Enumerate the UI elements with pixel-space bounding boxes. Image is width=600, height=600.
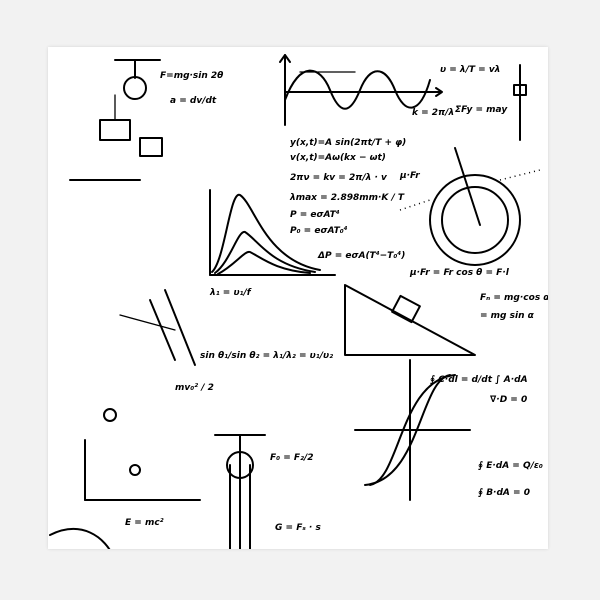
- pulley-block-drawing: [69, 59, 163, 181]
- inclined-plane: [344, 284, 476, 356]
- formula: ΔP = eσA(T⁴−T₀⁴): [317, 251, 405, 261]
- blackbody-curve: [209, 189, 336, 276]
- formula: υ = λ/T = vλ: [440, 65, 500, 75]
- formula: F₀ = F₂/2: [270, 453, 314, 463]
- formula: λ₁ = υ₁/f: [209, 288, 252, 298]
- formula: E = mc²: [125, 518, 164, 528]
- formula: λmax = 2.898mm·K / T: [289, 193, 405, 203]
- formula: v(x,t)=Aω(kx − ωt): [290, 153, 386, 163]
- formula: ∮ B·dA = 0: [478, 488, 530, 498]
- formula: P₀ = eσAT₀⁴: [290, 226, 348, 236]
- formula: P = eσAT⁴: [290, 210, 340, 220]
- formula: ∇·D = 0: [490, 395, 527, 405]
- wave-graph: [279, 54, 443, 126]
- bottom-pulley: [214, 434, 266, 549]
- formula: ∮ C·dl = d/dt ∫ A·dA: [430, 375, 528, 385]
- formula: μ·Fr: [399, 171, 420, 181]
- formula: Fₙ = mg·cos α: [480, 293, 548, 303]
- formula: ΣFy = may: [455, 105, 508, 115]
- formula: a = dv/dt: [170, 96, 217, 106]
- vertical-force-drawing: [513, 64, 527, 141]
- formula: sin θ₁/sin θ₂ = λ₁/λ₂ = υ₁/υ₂: [200, 351, 333, 361]
- formula: F=mg·sin 2θ: [160, 71, 223, 81]
- physics-formula-poster: F=mg·sin 2θ a = dv/dt y(x,t)=A sin(2πt/T…: [48, 47, 548, 549]
- orbital-circles: [399, 147, 541, 266]
- formula: mv₀² / 2: [175, 383, 214, 393]
- formula: 2πν = kv = 2π/λ · v: [290, 173, 388, 183]
- axes-bottom-left: [49, 408, 201, 549]
- hysteresis-loop: [354, 359, 471, 501]
- formula-doodle-art: F=mg·sin 2θ a = dv/dt y(x,t)=A sin(2πt/T…: [49, 54, 548, 549]
- formula-texts: F=mg·sin 2θ a = dv/dt y(x,t)=A sin(2πt/T…: [125, 65, 548, 533]
- formula: = mg sin α: [480, 311, 535, 321]
- formula: y(x,t)=A sin(2πt/T + φ): [290, 138, 406, 148]
- formula: μ·Fr = Fr cos θ = F·l: [409, 268, 510, 278]
- formula: G = Fₛ · s: [275, 523, 321, 533]
- refraction-diagram: [119, 289, 196, 366]
- formula: k = 2π/λ: [412, 108, 454, 118]
- formula: ∮ E·dA = Q/ε₀: [478, 461, 543, 471]
